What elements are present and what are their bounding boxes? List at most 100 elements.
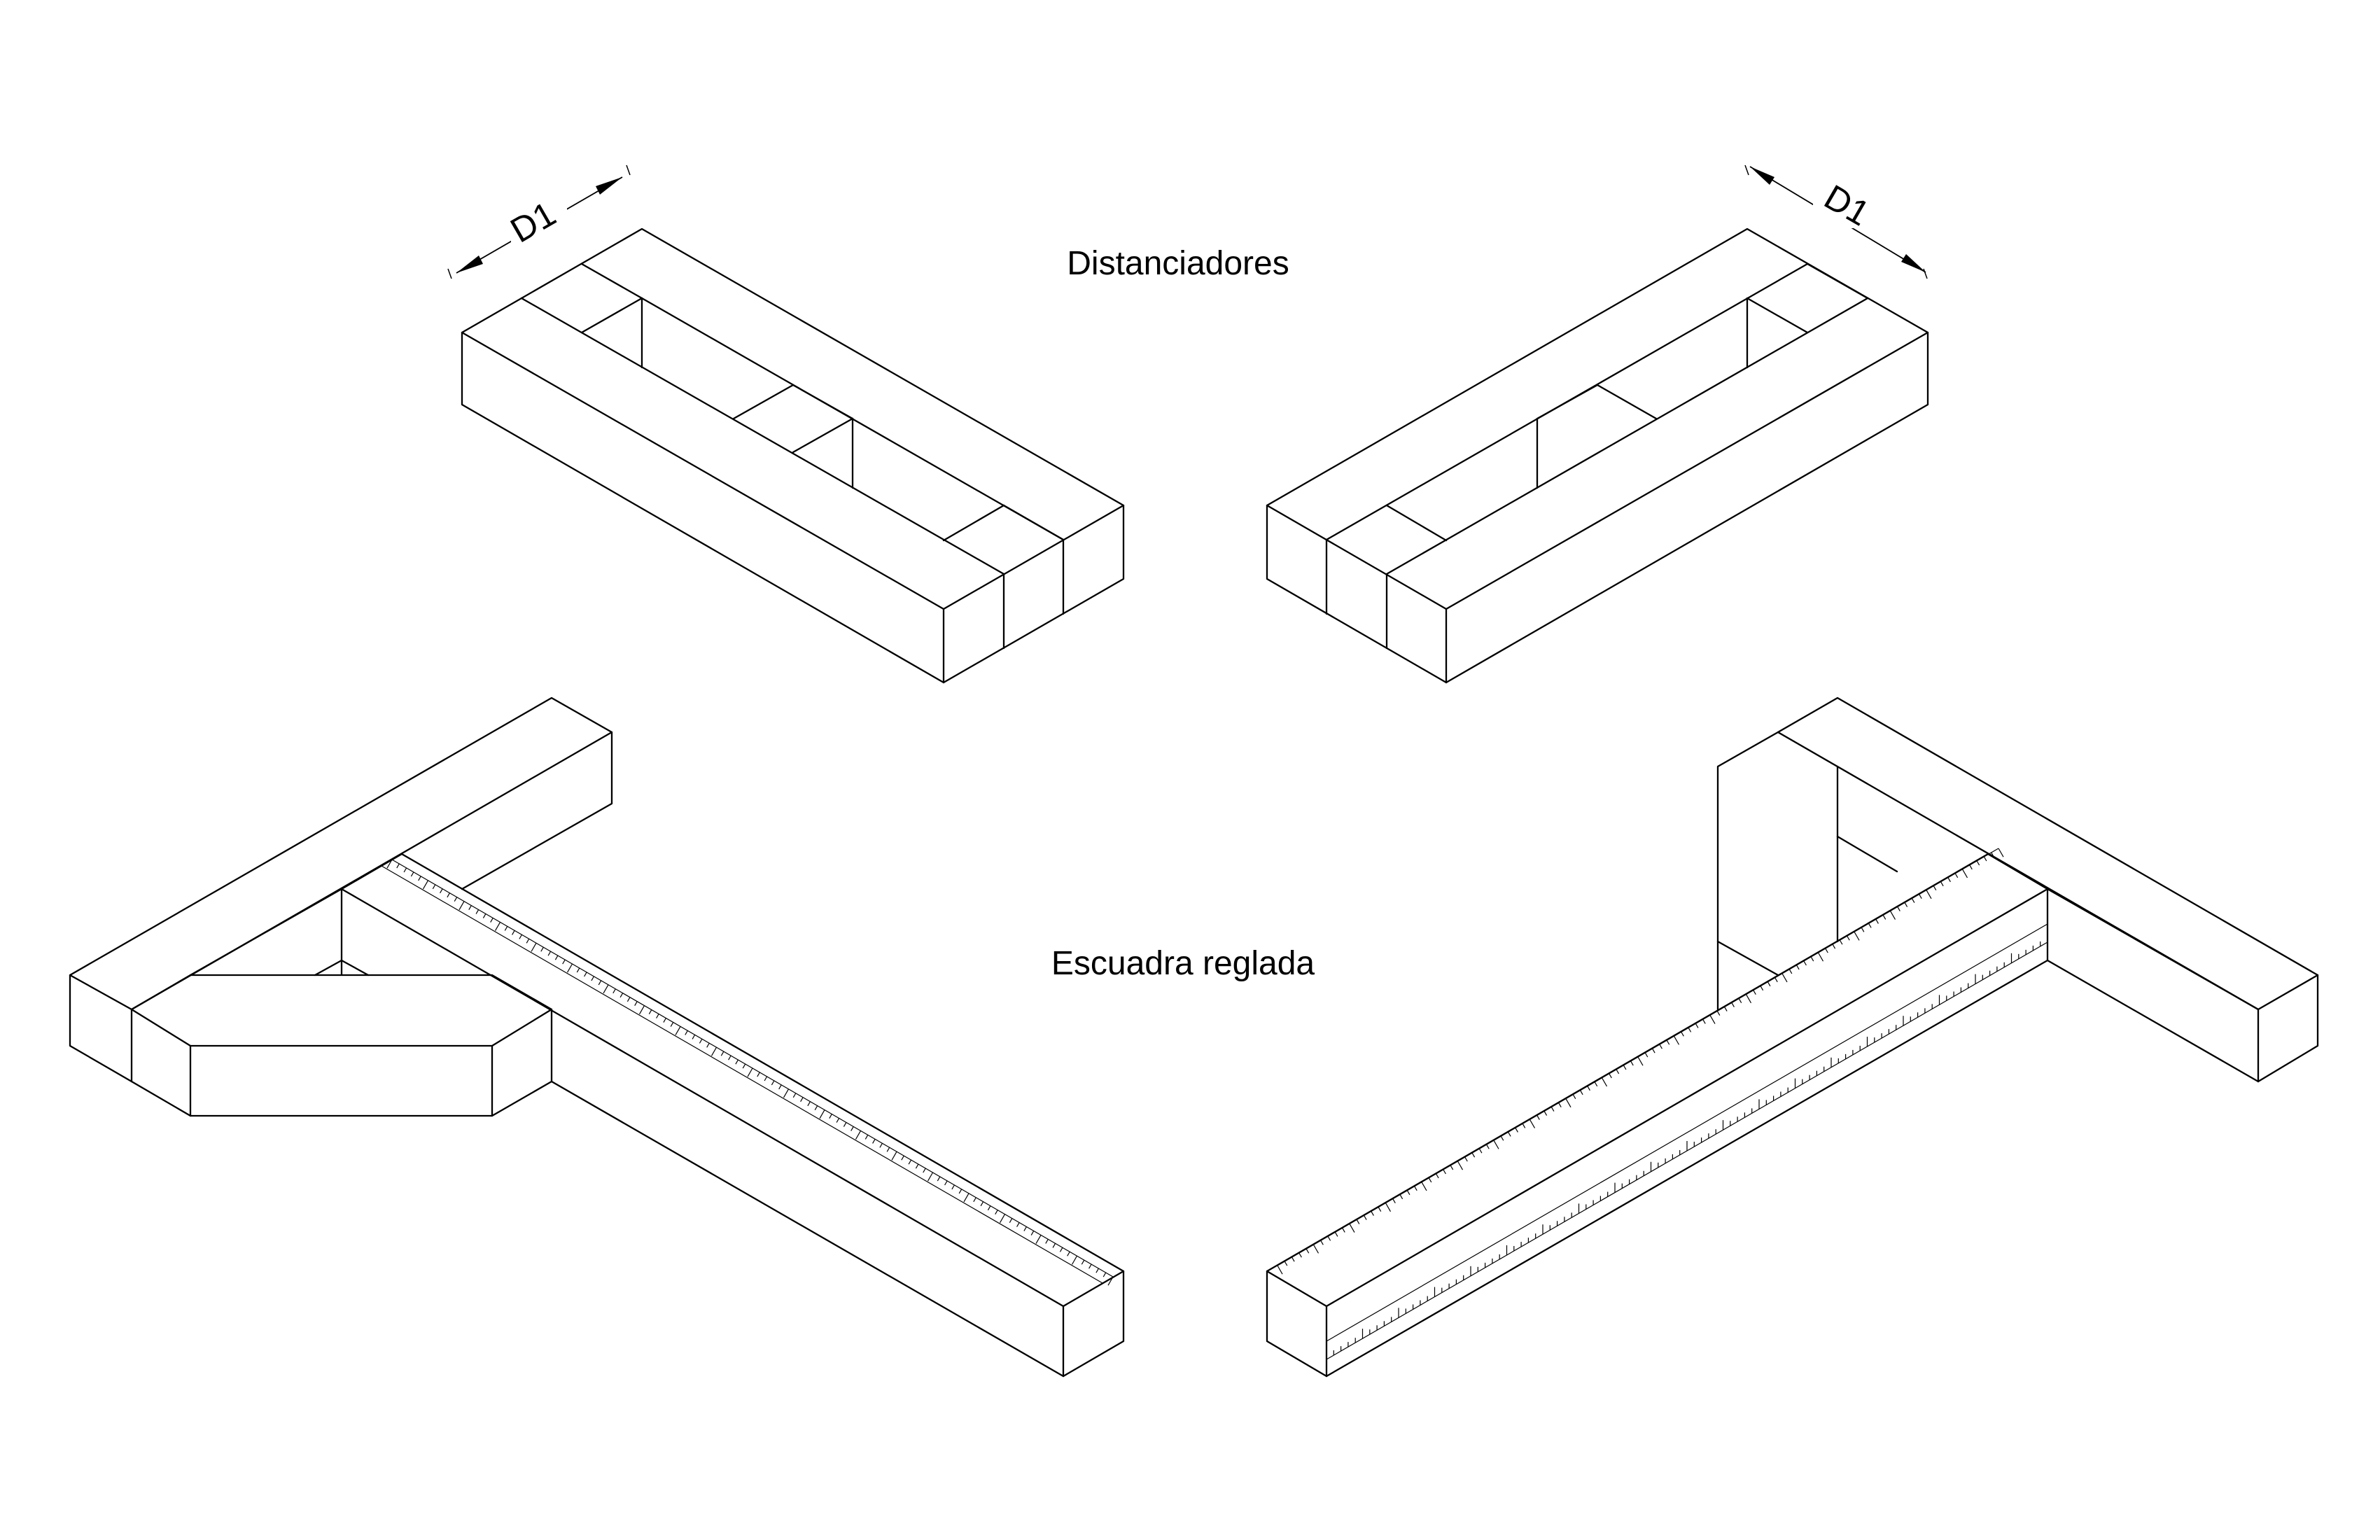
ruler-tick <box>494 922 501 931</box>
ruler-tick <box>1306 1248 1310 1254</box>
ruler-tick <box>1450 1165 1454 1170</box>
ruler-tick <box>1478 1148 1483 1154</box>
ruler-tick <box>1644 1052 1648 1058</box>
ruler-tick <box>879 1142 883 1148</box>
ruler-tick <box>1428 1177 1432 1183</box>
ruler-tick <box>1745 994 1752 1004</box>
ruler-tick <box>747 1068 753 1077</box>
ruler-tick <box>720 1051 724 1056</box>
ruler-tick <box>576 967 580 973</box>
ruler-tick <box>634 1001 638 1007</box>
ruler-tick <box>1976 860 1980 866</box>
ruler-tick <box>584 972 587 977</box>
ruler-tick <box>620 993 624 998</box>
ruler-tick <box>973 1197 976 1203</box>
ruler-tick <box>1688 1027 1692 1032</box>
ruler-tick <box>1623 1065 1627 1070</box>
ruler-tick <box>1081 1259 1085 1265</box>
ruler-tick <box>1356 1219 1360 1224</box>
ruler-tick <box>1016 1222 1020 1227</box>
ruler-tick <box>1392 1198 1396 1204</box>
ruler-tick <box>855 1130 862 1140</box>
ruler-tick <box>1847 935 1850 941</box>
ruler-tick <box>1399 1194 1404 1200</box>
ruler-tick <box>864 1135 869 1140</box>
ruler-tick <box>1861 927 1865 932</box>
ruler-tick <box>915 1163 919 1169</box>
ruler-tick <box>1940 881 1944 887</box>
spacer-left-top-face <box>461 227 1125 610</box>
ruler-tick <box>958 1189 962 1194</box>
ruler-tick <box>783 1088 790 1098</box>
ruler-tick <box>1991 852 1994 858</box>
ruler-tick <box>1558 1102 1562 1107</box>
ruler-tick <box>685 1030 688 1035</box>
ruler-tick <box>1919 894 1922 899</box>
ruler-tick <box>1045 1239 1049 1244</box>
ruler-tick <box>1616 1069 1620 1074</box>
ruler-tick <box>1753 990 1756 995</box>
ruler-tick <box>706 1042 710 1048</box>
ruler-tick <box>1947 877 1951 883</box>
ruler-tick <box>908 1159 912 1165</box>
ruler-tick <box>814 1105 818 1111</box>
ruler-tick <box>757 1072 760 1077</box>
ruler-tick <box>800 1097 804 1102</box>
ruler-tick <box>1312 1244 1320 1254</box>
ruler-tick <box>850 1126 854 1131</box>
ruler-tick <box>638 1005 645 1015</box>
ruler-tick <box>482 913 486 918</box>
ruler-tick <box>1378 1207 1382 1212</box>
ruler-tick <box>1529 1119 1536 1128</box>
ruler-tick <box>1486 1144 1490 1149</box>
ruler-tick <box>1695 1023 1699 1028</box>
ruler-tick <box>995 1210 998 1215</box>
ruler-tick <box>1666 1040 1670 1045</box>
spacer-right-front-face <box>1445 331 1929 684</box>
ruler-tick <box>648 1009 652 1014</box>
ruler-tick <box>519 934 522 939</box>
ruler-tick <box>1406 1190 1410 1196</box>
ruler-tick <box>891 1151 897 1161</box>
ruler-tick <box>1580 1090 1583 1096</box>
ruler-tick <box>1702 1019 1706 1024</box>
ruler-tick <box>819 1110 825 1119</box>
ruler-tick <box>1471 1152 1476 1158</box>
ruler-tick <box>1500 1135 1504 1141</box>
ruler-tick <box>771 1080 775 1086</box>
ruler-tick <box>422 880 429 890</box>
ruler-tick <box>410 872 414 877</box>
ruler-tick <box>1035 1235 1042 1244</box>
ruler-tick <box>454 897 458 902</box>
ruler-tick <box>1052 1243 1056 1248</box>
ruler-tick <box>1327 1236 1331 1241</box>
ruler-tick <box>1904 902 1908 907</box>
ruler-tick <box>418 876 421 881</box>
ruler-tick <box>675 1026 681 1035</box>
ruler-tick <box>1298 1252 1302 1258</box>
ruler-ticks-left <box>386 859 1114 1286</box>
ruler-tick <box>937 1176 941 1182</box>
ruler-tick <box>447 892 450 898</box>
ruler-tick <box>1385 1203 1392 1212</box>
ruler-tick <box>1897 906 1900 911</box>
dimension-d1-right: D1 <box>1744 164 1928 279</box>
ruler-tick <box>1875 919 1879 924</box>
ruler-tick <box>1071 1255 1078 1265</box>
ruler-tick <box>547 951 552 956</box>
ruler-tick <box>1609 1073 1612 1079</box>
ruler-tick <box>1803 960 1807 966</box>
ruler-tick <box>1587 1086 1590 1091</box>
ruler-tick <box>526 938 530 944</box>
ruler-tick <box>1911 898 1915 903</box>
ruler-tick <box>458 901 465 911</box>
ruler-tick <box>999 1214 1006 1224</box>
ruler-tick <box>1349 1224 1355 1233</box>
square-left-corner-top <box>130 974 553 1047</box>
ruler-tick <box>1464 1156 1468 1162</box>
ruler-tick <box>1659 1044 1662 1049</box>
ruler-tick <box>468 905 472 910</box>
ruler-tick <box>1882 915 1886 920</box>
ruler-tick <box>531 942 537 952</box>
ruled-square-left <box>69 696 1125 1378</box>
